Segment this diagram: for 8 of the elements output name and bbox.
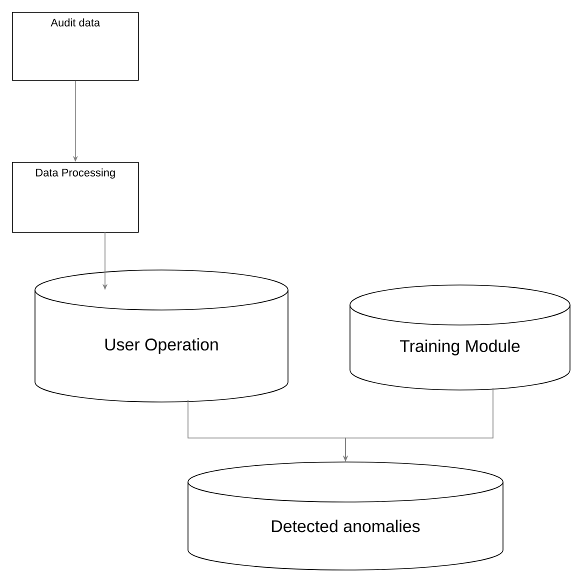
node-label: Training Module [400, 340, 520, 356]
database-cylinder: Training Module [350, 284, 570, 390]
process-box: Data Processing [12, 162, 139, 233]
database-cylinder: User Operation [34, 270, 288, 402]
process-box: Audit data [12, 12, 139, 81]
node-label: Detected anomalies [272, 520, 420, 532]
node-label: User Operation [105, 338, 218, 354]
database-cylinder: Detected anomalies [188, 462, 504, 570]
